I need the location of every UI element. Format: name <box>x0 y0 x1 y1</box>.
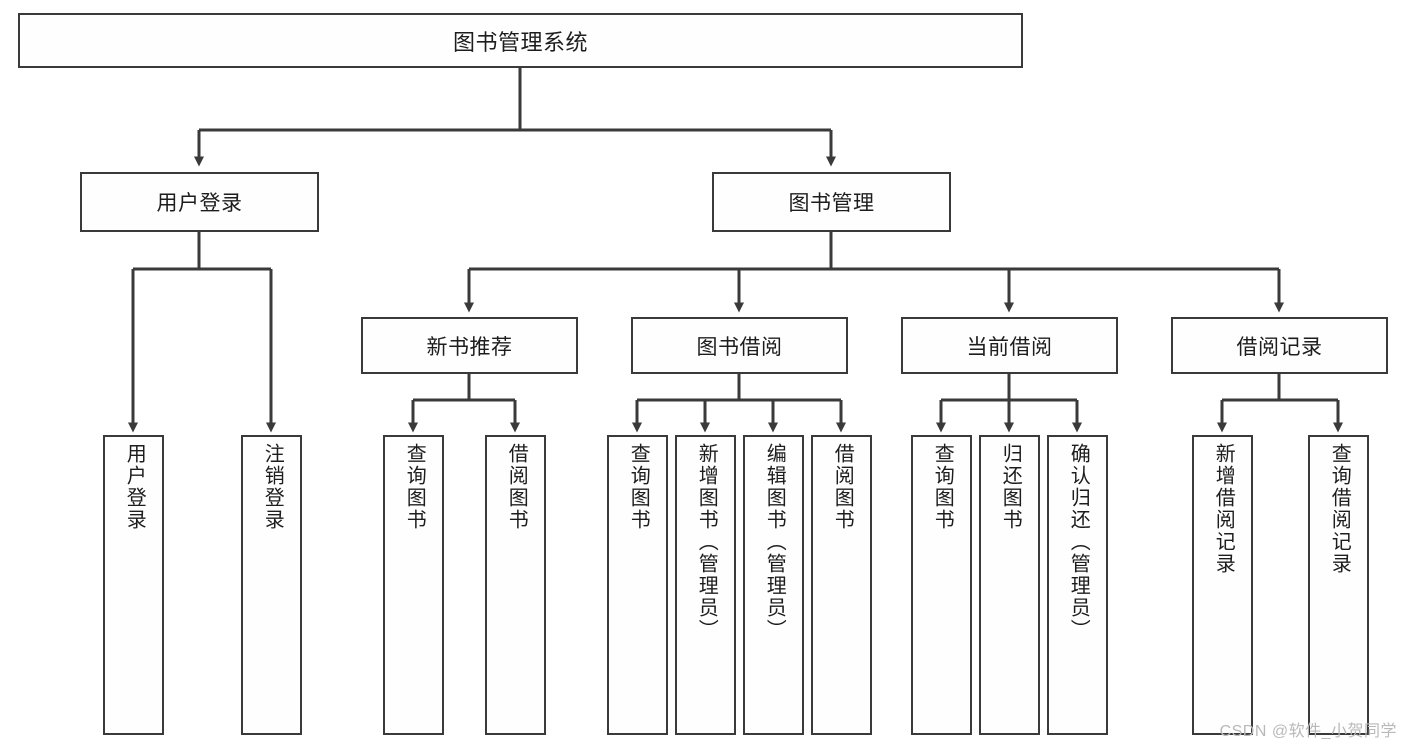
node-label: 查询图书 <box>931 443 954 531</box>
watermark: CSDN @软件_小贺同学 <box>1219 723 1397 740</box>
node-new-book-recommend[interactable]: 新书推荐 <box>361 317 578 374</box>
node-label: 确认归还（管理员） <box>1067 443 1090 641</box>
leaf-borrow-borrow-book[interactable]: 借阅图书 <box>811 435 872 735</box>
node-label: 归还图书 <box>999 443 1022 531</box>
leaf-current-confirm-return[interactable]: 确认归还（管理员） <box>1047 435 1108 735</box>
leaf-record-query[interactable]: 查询借阅记录 <box>1308 435 1369 735</box>
leaf-record-add[interactable]: 新增借阅记录 <box>1192 435 1253 735</box>
node-label: 用户登录 <box>123 443 146 531</box>
leaf-current-query-book[interactable]: 查询图书 <box>911 435 972 735</box>
leaf-user-login-login[interactable]: 用户登录 <box>103 435 164 735</box>
leaf-new-book-query[interactable]: 查询图书 <box>383 435 444 735</box>
node-label: 编辑图书（管理员） <box>763 443 786 641</box>
node-label: 新增图书（管理员） <box>695 443 718 641</box>
node-label: 借阅图书 <box>505 443 528 531</box>
node-borrow-record[interactable]: 借阅记录 <box>1171 317 1388 374</box>
node-book-management[interactable]: 图书管理 <box>712 172 951 232</box>
node-label: 图书管理系统 <box>452 29 588 55</box>
node-label: 图书管理 <box>788 192 875 215</box>
node-label: 新增借阅记录 <box>1212 443 1235 575</box>
node-book-borrow[interactable]: 图书借阅 <box>631 317 848 374</box>
node-label: 当前借阅 <box>966 335 1053 359</box>
node-label: 查询图书 <box>403 443 426 531</box>
leaf-borrow-query-book[interactable]: 查询图书 <box>607 435 668 735</box>
leaf-user-login-logout[interactable]: 注销登录 <box>241 435 302 735</box>
leaf-current-return-book[interactable]: 归还图书 <box>979 435 1040 735</box>
node-label: 注销登录 <box>261 443 284 531</box>
node-label: 借阅记录 <box>1236 335 1323 359</box>
node-label: 查询图书 <box>627 443 650 531</box>
node-user-login[interactable]: 用户登录 <box>80 172 319 232</box>
node-root-system[interactable]: 图书管理系统 <box>18 13 1023 68</box>
node-current-borrow[interactable]: 当前借阅 <box>901 317 1118 374</box>
node-label: 查询借阅记录 <box>1328 443 1351 575</box>
node-label: 图书借阅 <box>696 335 783 359</box>
leaf-new-book-borrow[interactable]: 借阅图书 <box>485 435 546 735</box>
leaf-borrow-edit-book[interactable]: 编辑图书（管理员） <box>743 435 804 735</box>
node-label: 借阅图书 <box>831 443 854 531</box>
leaf-borrow-add-book[interactable]: 新增图书（管理员） <box>675 435 736 735</box>
node-label: 新书推荐 <box>426 335 513 359</box>
node-label: 用户登录 <box>156 192 243 215</box>
